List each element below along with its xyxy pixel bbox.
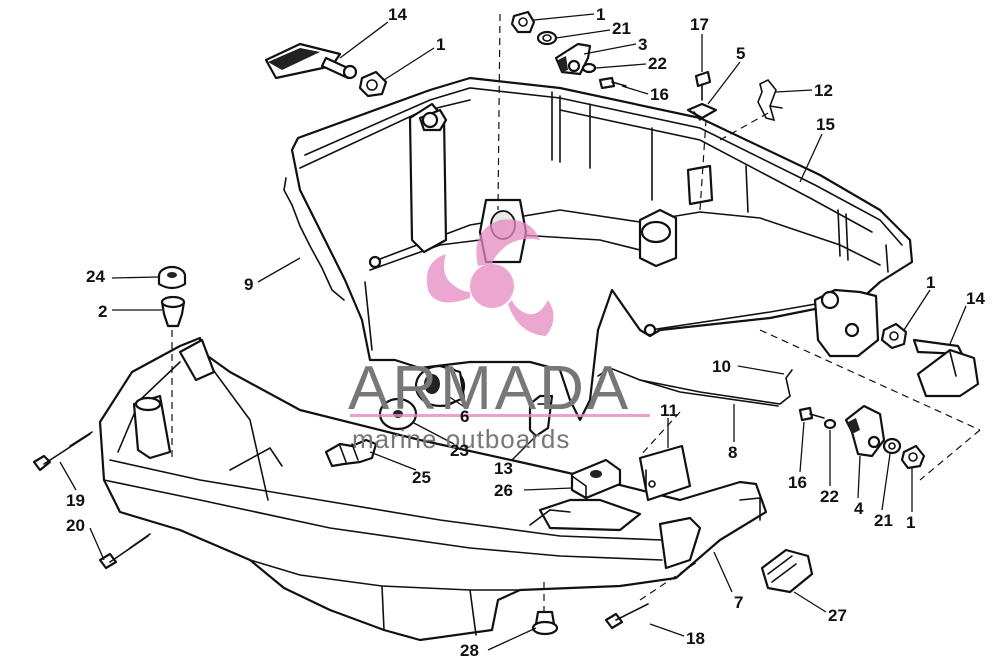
nut-1-top bbox=[358, 70, 388, 98]
handle-14-right bbox=[912, 338, 980, 398]
assembly-lines bbox=[171, 13, 981, 612]
watermark-underline bbox=[350, 414, 650, 417]
callout-c27: 27 bbox=[828, 606, 847, 625]
screw-17-and-clip-5 bbox=[686, 70, 718, 121]
callout-c12: 12 bbox=[814, 81, 833, 100]
callout-c22a: 22 bbox=[648, 54, 667, 73]
bolt-19 bbox=[32, 431, 93, 472]
callout-c4: 4 bbox=[854, 499, 864, 518]
callout-c17: 17 bbox=[690, 15, 709, 34]
callout-c23: 23 bbox=[450, 441, 469, 460]
callout-c20: 20 bbox=[66, 516, 85, 535]
callout-c24: 24 bbox=[86, 267, 105, 286]
callout-c21a: 21 bbox=[612, 19, 631, 38]
callout-c1d: 1 bbox=[906, 513, 916, 532]
callout-c2: 2 bbox=[98, 302, 108, 321]
callout-c10: 10 bbox=[712, 357, 731, 376]
callout-c9: 9 bbox=[244, 275, 254, 294]
leader-lines bbox=[59, 13, 967, 651]
upper-motor-cover-tray bbox=[290, 76, 914, 422]
watermark-brand: ARMADA bbox=[348, 354, 632, 423]
handle-14-top bbox=[264, 42, 358, 80]
hardware-top-cluster bbox=[510, 10, 627, 90]
callout-c14b: 14 bbox=[966, 289, 985, 308]
callout-c13: 13 bbox=[494, 459, 513, 478]
block-11 bbox=[638, 444, 692, 502]
callout-c14a: 14 bbox=[388, 5, 407, 24]
callout-c1c: 1 bbox=[926, 273, 936, 292]
seal-strip-9 bbox=[283, 177, 345, 301]
callout-c26: 26 bbox=[494, 481, 513, 500]
grommet-24 bbox=[157, 265, 187, 290]
callout-c19: 19 bbox=[66, 491, 85, 510]
plug-28 bbox=[531, 610, 559, 636]
callout-c18: 18 bbox=[686, 629, 705, 648]
stud-2 bbox=[160, 295, 186, 328]
mount-6 bbox=[414, 364, 466, 408]
callout-c11: 11 bbox=[660, 401, 678, 420]
callout-c28: 28 bbox=[460, 641, 479, 660]
block-26 bbox=[570, 458, 622, 500]
callout-c8: 8 bbox=[728, 443, 738, 462]
hardware-right-cluster bbox=[798, 404, 926, 470]
grommet-27 bbox=[760, 548, 814, 594]
callout-c7: 7 bbox=[734, 593, 744, 612]
watermark-subtitle: marine outboards bbox=[352, 424, 571, 454]
callout-c21b: 21 bbox=[874, 511, 893, 530]
pin-8 bbox=[597, 367, 779, 407]
bolt-25 bbox=[324, 438, 378, 468]
callout-c22b: 22 bbox=[820, 487, 839, 506]
callout-c5: 5 bbox=[736, 44, 746, 63]
bolt-20 bbox=[98, 533, 151, 570]
callout-c16b: 16 bbox=[788, 473, 807, 492]
wire-10 bbox=[639, 369, 793, 405]
callout-c1a: 1 bbox=[436, 35, 446, 54]
callout-c3: 3 bbox=[638, 35, 648, 54]
callout-c6: 6 bbox=[460, 407, 470, 426]
nut-1-right bbox=[880, 322, 908, 350]
lower-motor-cover bbox=[98, 336, 768, 642]
callout-c15: 15 bbox=[816, 115, 835, 134]
screw-18 bbox=[604, 603, 649, 630]
callout-c1b: 1 bbox=[596, 5, 606, 24]
callout-c25: 25 bbox=[412, 468, 431, 487]
callout-c16a: 16 bbox=[650, 85, 669, 104]
watermark-propeller-logo bbox=[426, 219, 554, 336]
spring-clip-12 bbox=[757, 78, 783, 122]
